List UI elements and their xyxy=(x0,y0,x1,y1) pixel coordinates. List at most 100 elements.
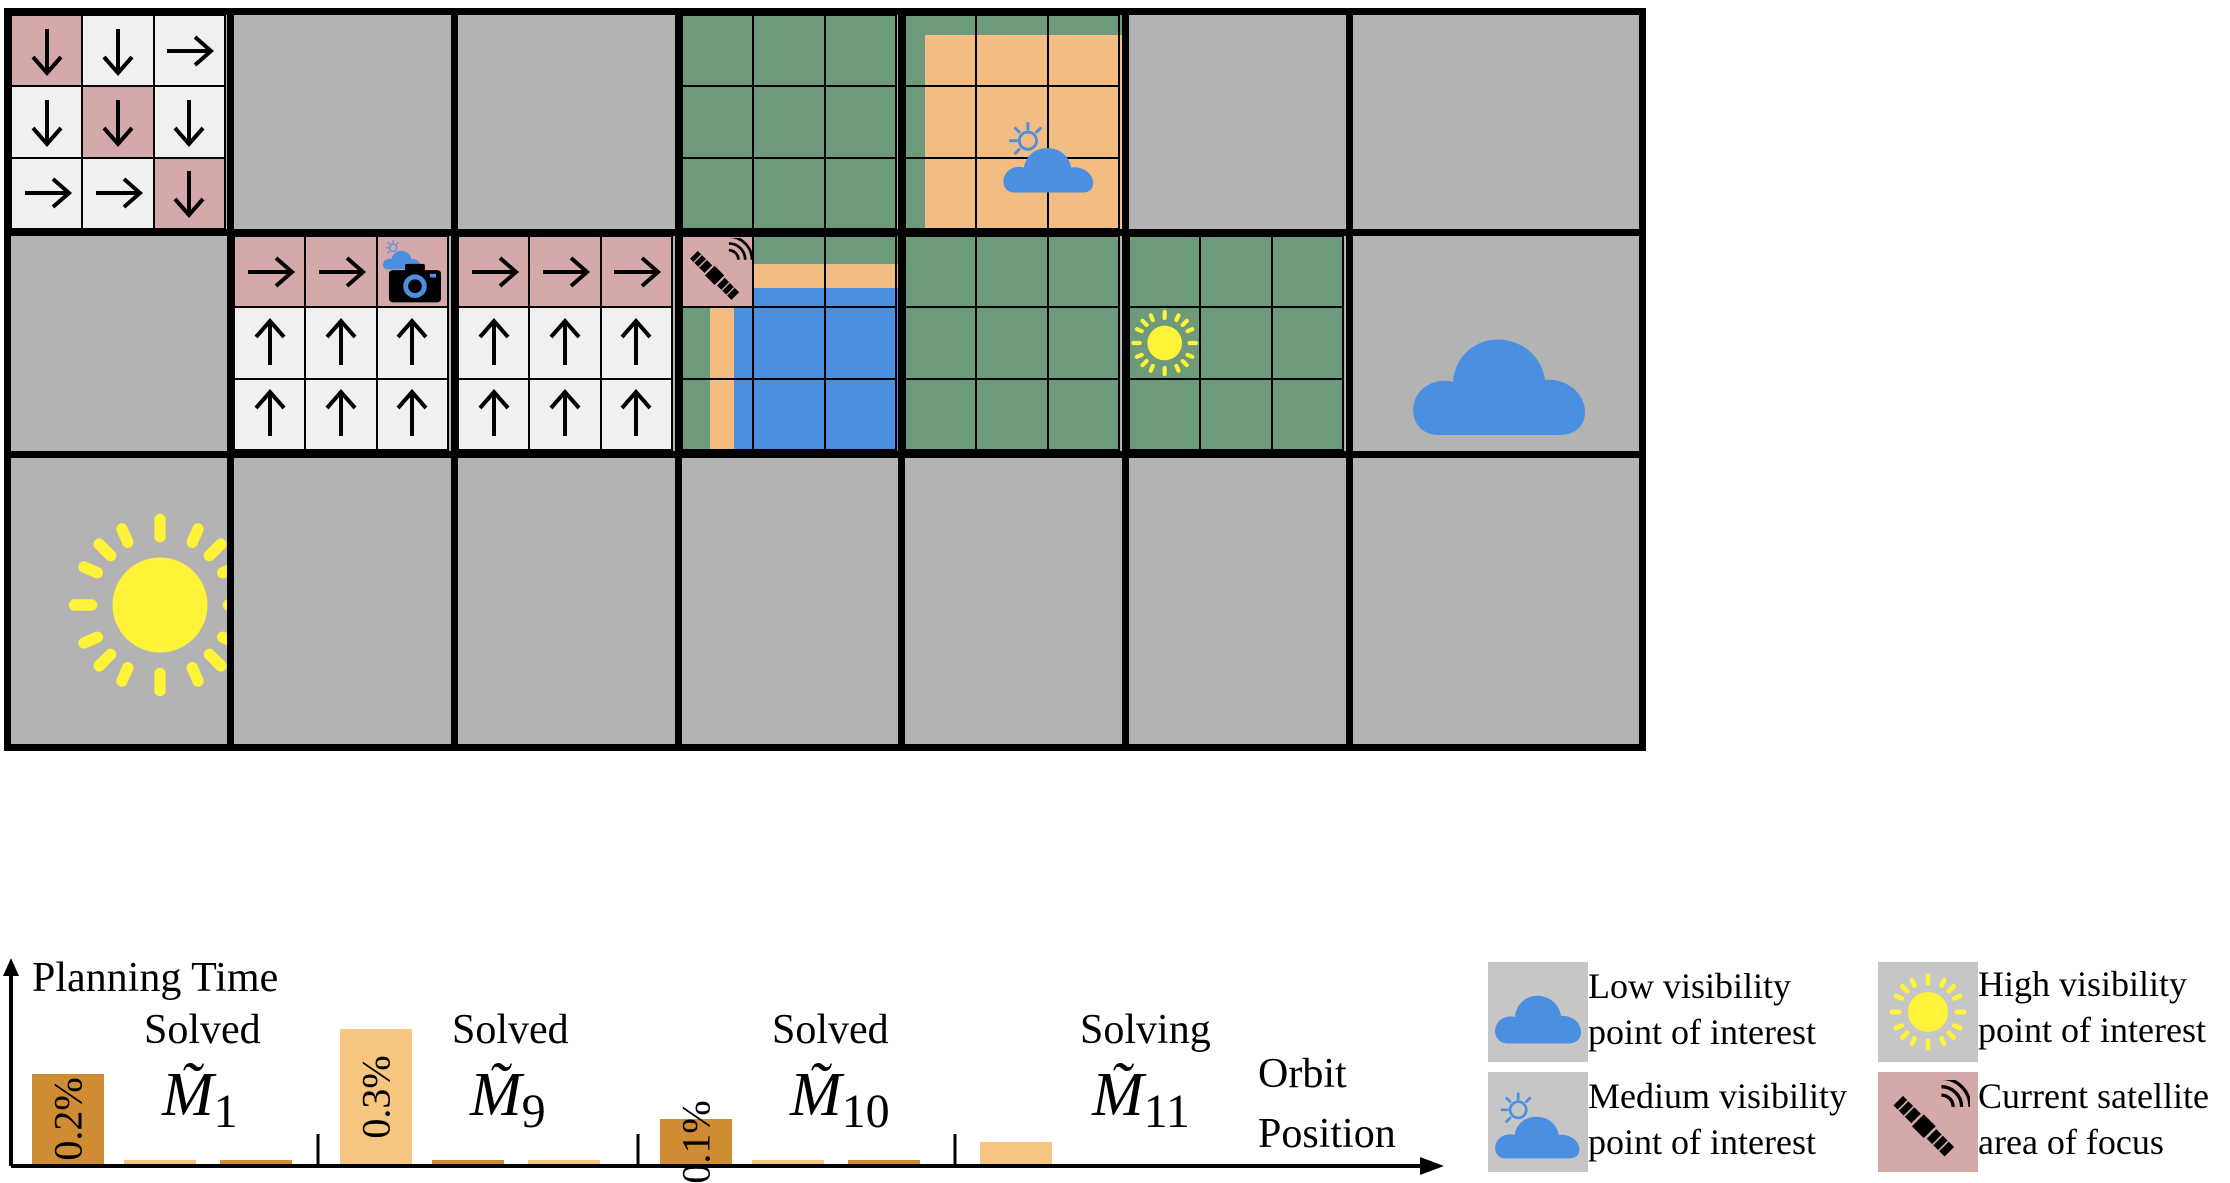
legend-high-line1: High visibility xyxy=(1978,964,2188,1004)
grid-cell xyxy=(152,15,226,88)
arrow-right-icon xyxy=(24,177,72,209)
xlabel-line1: Orbit xyxy=(1258,1051,1347,1097)
arrow-up-icon xyxy=(478,317,510,365)
grid-cell xyxy=(375,306,449,380)
planning-bar xyxy=(432,1160,504,1164)
legend-satellite-line1: Current satellite xyxy=(1978,1076,2209,1116)
arrow-up-icon xyxy=(396,317,428,365)
grid-cell xyxy=(682,15,755,88)
grid-cell xyxy=(375,377,449,451)
grid-cell xyxy=(752,156,826,230)
grid-cell xyxy=(682,377,755,451)
xlabel-line2: Position xyxy=(1258,1111,1396,1157)
model-label: M̃10 xyxy=(790,1061,890,1138)
grid-cell xyxy=(752,236,826,309)
legend-low-swatch xyxy=(1488,962,1588,1062)
arrow-down-icon xyxy=(31,28,63,76)
grid-cell xyxy=(81,85,155,159)
grid-cell xyxy=(599,236,673,309)
planning-bar xyxy=(752,1160,824,1164)
group-status-label: Solving xyxy=(1080,1007,1211,1053)
camera-icon xyxy=(384,255,446,305)
arrow-right-icon xyxy=(318,256,366,288)
grid-cell xyxy=(905,236,978,309)
bar-value-label: 0.3% xyxy=(353,1054,399,1139)
grid-cell xyxy=(1046,156,1120,230)
arrow-right-icon xyxy=(614,256,662,288)
grid-cell xyxy=(458,377,531,451)
grid-cell xyxy=(752,377,826,451)
grid-cell xyxy=(682,85,755,159)
arrow-down-icon xyxy=(173,99,205,147)
arrow-up-icon xyxy=(325,389,357,437)
model-label: M̃1 xyxy=(162,1061,238,1138)
planning-bar: 0.1% xyxy=(660,1100,732,1183)
legend-medium-line2: point of interest xyxy=(1588,1122,1816,1162)
grid-cell xyxy=(1129,236,1202,309)
grid-cell xyxy=(152,156,226,230)
grid-cell xyxy=(458,306,531,380)
arrow-up-icon xyxy=(549,317,581,365)
grid-cell xyxy=(682,306,755,380)
grid-cell xyxy=(81,156,155,230)
grid-cell xyxy=(823,306,897,380)
grid-cell xyxy=(528,377,602,451)
arrow-up-icon xyxy=(254,317,286,365)
arrow-up-icon xyxy=(254,389,286,437)
grid-cell xyxy=(752,85,826,159)
arrow-up-icon xyxy=(549,389,581,437)
model-subscript: 1 xyxy=(213,1085,238,1138)
legend-medium-line1: Medium visibility xyxy=(1588,1076,1848,1116)
grid-cell xyxy=(975,15,1049,88)
bar-value-label: 0.2% xyxy=(45,1077,91,1161)
grid-cell xyxy=(1199,306,1273,380)
grid-cell xyxy=(1129,377,1202,451)
sun-cloud-icon xyxy=(1001,119,1097,197)
grid-cell xyxy=(682,156,755,230)
grid-cell xyxy=(152,85,226,159)
arrow-down-icon xyxy=(102,28,134,76)
grid-cell xyxy=(375,236,449,309)
grid-cell xyxy=(1199,236,1273,309)
bar-value-label: 0.1% xyxy=(673,1099,719,1183)
grid-cell xyxy=(1270,306,1344,380)
cloud-icon xyxy=(1409,320,1589,440)
grid-cell xyxy=(975,377,1049,451)
sun-cloud-icon xyxy=(1493,1090,1583,1162)
grid-cell xyxy=(304,236,378,309)
cloud-icon xyxy=(1493,986,1583,1046)
arrow-right-icon xyxy=(247,256,295,288)
grid-cell xyxy=(81,15,155,88)
legend-satellite-swatch xyxy=(1878,1072,1978,1172)
planning-bar: 0.2% xyxy=(32,1074,104,1164)
satellite-icon xyxy=(1886,1080,1970,1164)
arrow-down-icon xyxy=(102,99,134,147)
grid-cell xyxy=(234,236,307,309)
arrow-up-icon xyxy=(325,317,357,365)
arrow-right-icon xyxy=(167,35,215,67)
legend-low-line2: point of interest xyxy=(1588,1012,1816,1052)
chart-axes xyxy=(3,958,1444,1175)
grid-cell xyxy=(1270,377,1344,451)
legend-high-line2: point of interest xyxy=(1978,1010,2206,1050)
group-status-label: Solved xyxy=(452,1007,569,1053)
arrow-up-icon xyxy=(620,389,652,437)
model-subscript: 11 xyxy=(1143,1085,1190,1138)
group-status-label: Solved xyxy=(144,1007,261,1053)
arrow-up-icon xyxy=(478,389,510,437)
grid-cell xyxy=(599,306,673,380)
grid-cell xyxy=(234,306,307,380)
grid-cell xyxy=(1270,236,1344,309)
grid-cell xyxy=(1129,306,1202,380)
model-subscript: 9 xyxy=(521,1085,546,1138)
arrow-down-icon xyxy=(31,99,63,147)
grid-cell xyxy=(823,156,897,230)
grid-cell xyxy=(458,236,531,309)
grid-cell xyxy=(905,377,978,451)
grid-cell xyxy=(682,236,755,309)
grid-cell xyxy=(823,377,897,451)
arrow-up-icon xyxy=(396,389,428,437)
grid-cell xyxy=(823,85,897,159)
grid-cell xyxy=(234,377,307,451)
legend: Low visibility point of interest Medium … xyxy=(1480,952,2230,1178)
